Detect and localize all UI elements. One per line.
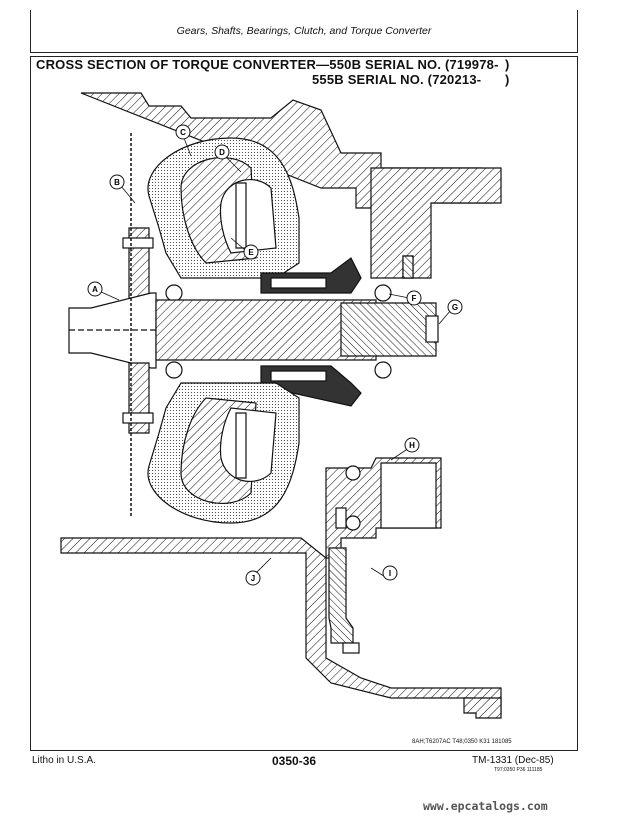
callout-A: A xyxy=(87,281,103,297)
callout-H: H xyxy=(404,437,420,453)
callout-J: J xyxy=(245,570,261,586)
callout-G: G xyxy=(447,299,463,315)
callout-B: B xyxy=(109,174,125,190)
svg-text:A: A xyxy=(92,285,98,294)
page-number: 0350-36 xyxy=(272,754,317,768)
callout-C: C xyxy=(175,124,191,140)
svg-text:D: D xyxy=(219,148,225,157)
page-header: Gears, Shafts, Bearings, Clutch, and Tor… xyxy=(30,10,578,53)
svg-text:B: B xyxy=(114,178,120,187)
torque-converter-cross-section: A B C D E F G H I J xyxy=(60,92,502,719)
callout-D: D xyxy=(214,144,230,160)
callout-E: E xyxy=(243,244,259,260)
callout-I: I xyxy=(382,565,398,581)
svg-text:H: H xyxy=(409,441,415,450)
svg-text:C: C xyxy=(180,128,186,137)
figure-code: 8AH;T6207AC T48;0350 K31 181085 xyxy=(412,739,512,745)
figure-title-line2: 555B SERIAL NO. (720213- xyxy=(312,72,482,87)
svg-text:J: J xyxy=(251,574,255,583)
title-close-paren-2: ) xyxy=(505,72,510,87)
figure-frame xyxy=(30,56,578,751)
litho-note: Litho in U.S.A. xyxy=(32,755,96,766)
title-close-paren-1: ) xyxy=(505,57,510,72)
svg-text:F: F xyxy=(412,294,417,303)
svg-text:G: G xyxy=(452,303,458,312)
section-title: Gears, Shafts, Bearings, Clutch, and Tor… xyxy=(176,25,432,37)
svg-text:I: I xyxy=(389,569,391,578)
tm-sub-code: T97;0350 P36 111185 xyxy=(494,767,543,773)
callout-F: F xyxy=(406,290,422,306)
watermark: www.epcatalogs.com xyxy=(423,799,548,813)
figure-title-line1: CROSS SECTION OF TORQUE CONVERTER—550B S… xyxy=(36,57,499,72)
svg-text:E: E xyxy=(248,248,254,257)
tm-number: TM-1331 (Dec-85) xyxy=(472,755,554,766)
